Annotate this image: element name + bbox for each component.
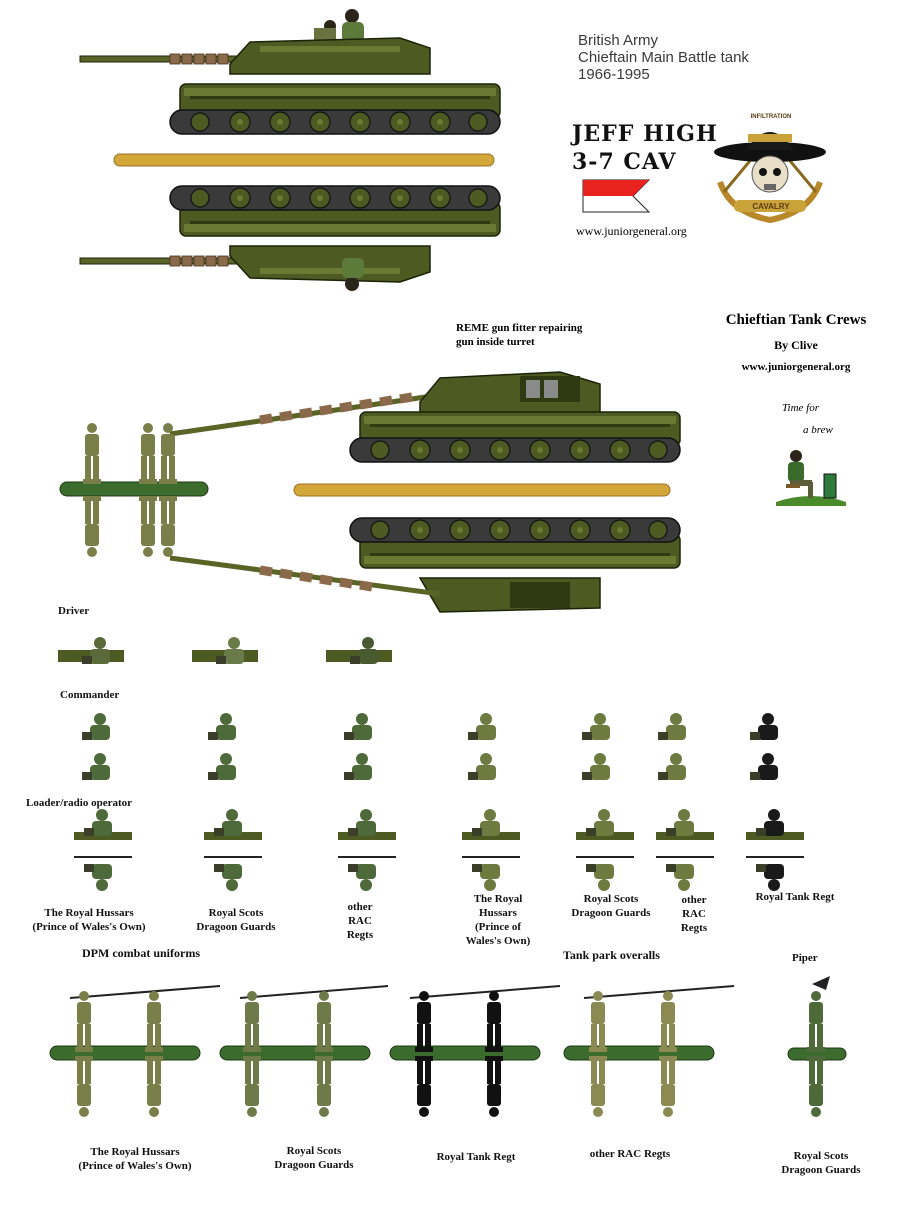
section-piper: Piper [792, 952, 818, 964]
unit-rac-a-line-2: RAC [348, 915, 372, 927]
group-scots [219, 985, 389, 1117]
header-text: British Army Chieftain Main Battle tank … [578, 32, 749, 83]
unit-scots-bottom-line-1: Royal Scots [286, 1145, 342, 1157]
unit-scots-a: Royal Scots Dragoon Guards [176, 906, 296, 934]
unit-scots-bottom: Royal Scots Dragoon Guards [254, 1144, 374, 1172]
jeff-high-title: JEFF HIGH 3-7 CAV [572, 120, 718, 176]
unit-scots-a-line-1: Royal Scots [208, 907, 264, 919]
unit-hussars-bottom: The Royal Hussars (Prince of Wales's Own… [52, 1145, 218, 1173]
crew-groups-bottom [49, 976, 847, 1117]
emblem-top-text: INFILTRATION [750, 114, 792, 120]
commander-figures [82, 713, 778, 780]
unit-hussars-bottom-line-2: (Prince of Wales's Own) [78, 1160, 192, 1172]
unit-scots-b-line-2: Dragoon Guards [571, 907, 651, 919]
guidon-flag-icon [582, 179, 651, 213]
chieftain-tank-top [79, 9, 501, 291]
jeff-line-1: JEFF HIGH [572, 121, 718, 147]
unit-hussars-b-line-3: (Prince of [474, 921, 522, 933]
crews-title: Chieftian Tank Crews [725, 312, 867, 328]
header-line-2: Chieftain Main Battle tank [578, 49, 749, 66]
header-line-3: 1966-1995 [578, 66, 650, 83]
unit-scots-bottom-line-2: Dragoon Guards [274, 1159, 354, 1171]
badge-website: www.juniorgeneral.org [576, 224, 687, 238]
unit-hussars-b-line-4: Wales's Own) [465, 935, 531, 947]
group-piper [787, 976, 847, 1117]
emblem-bottom-text: CAVALRY [752, 202, 790, 211]
unit-piper-bottom: Royal Scots Dragoon Guards [766, 1149, 876, 1177]
unit-rac-bottom: other RAC Regts [589, 1148, 671, 1160]
jeff-line-2: 3-7 CAV [572, 149, 677, 175]
unit-scots-b-line-1: Royal Scots [583, 893, 639, 905]
reme-line-2: gun inside turret [456, 336, 535, 348]
crews-author: By Clive [774, 338, 818, 352]
group-hussars [49, 985, 221, 1117]
crews-website: www.juniorgeneral.org [741, 361, 851, 373]
unit-hussars-b-line-2: Hussars [479, 907, 517, 919]
driver-figures [58, 637, 392, 664]
unit-rac-b: other RAC Regts [664, 893, 724, 935]
unit-rac-a-line-1: other [347, 901, 373, 913]
group-rtr [389, 985, 561, 1117]
unit-scots-a-line-2: Dragoon Guards [196, 921, 276, 933]
loader-figures [74, 809, 804, 891]
unit-rtr-bottom: Royal Tank Regt [436, 1151, 516, 1163]
unit-hussars-a-line-2: (Prince of Wales's Own) [32, 921, 146, 933]
unit-rac-b-line-2: RAC [682, 908, 706, 920]
unit-rac-a: other RAC Regts [330, 900, 390, 942]
cavalry-skull-emblem-icon [714, 132, 826, 224]
tank-commander-figure [314, 9, 364, 42]
unit-rac-a-line-3: Regts [346, 929, 374, 941]
unit-hussars-a-line-1: The Royal Hussars [44, 907, 134, 919]
brew-line-1: Time for [782, 402, 819, 414]
unit-hussars-a: The Royal Hussars (Prince of Wales's Own… [6, 906, 172, 934]
group-rac [563, 985, 735, 1117]
loader-label: Loader/radio operator [26, 797, 133, 809]
commander-label: Commander [60, 689, 120, 701]
header-line-1: British Army [578, 32, 659, 49]
unit-hussars-b-line-1: The Royal [473, 893, 523, 905]
unit-piper-bottom-line-2: Dragoon Guards [781, 1164, 861, 1176]
base-strip [113, 153, 495, 167]
unit-rac-b-line-1: other [681, 894, 707, 906]
unit-hussars-bottom-line-1: The Royal Hussars [90, 1146, 180, 1158]
unit-hussars-b: The Royal Hussars (Prince of Wales's Own… [448, 892, 548, 948]
unit-scots-b: Royal Scots Dragoon Guards [556, 892, 666, 920]
unit-rtr-a: Royal Tank Regt [755, 891, 835, 903]
unit-rac-b-line-3: Regts [680, 922, 708, 934]
section-overalls: Tank park overalls [563, 948, 660, 962]
driver-label: Driver [58, 605, 90, 617]
section-dpm: DPM combat uniforms [82, 946, 200, 960]
reme-line-1: REME gun fitter repairing [456, 322, 583, 334]
brew-soldier-figure [776, 450, 846, 506]
brew-line-2: a brew [803, 424, 833, 436]
chieftain-tank-middle [59, 371, 681, 613]
unit-piper-bottom-line-1: Royal Scots [793, 1150, 849, 1162]
reme-annotation: REME gun fitter repairing gun inside tur… [456, 321, 582, 349]
